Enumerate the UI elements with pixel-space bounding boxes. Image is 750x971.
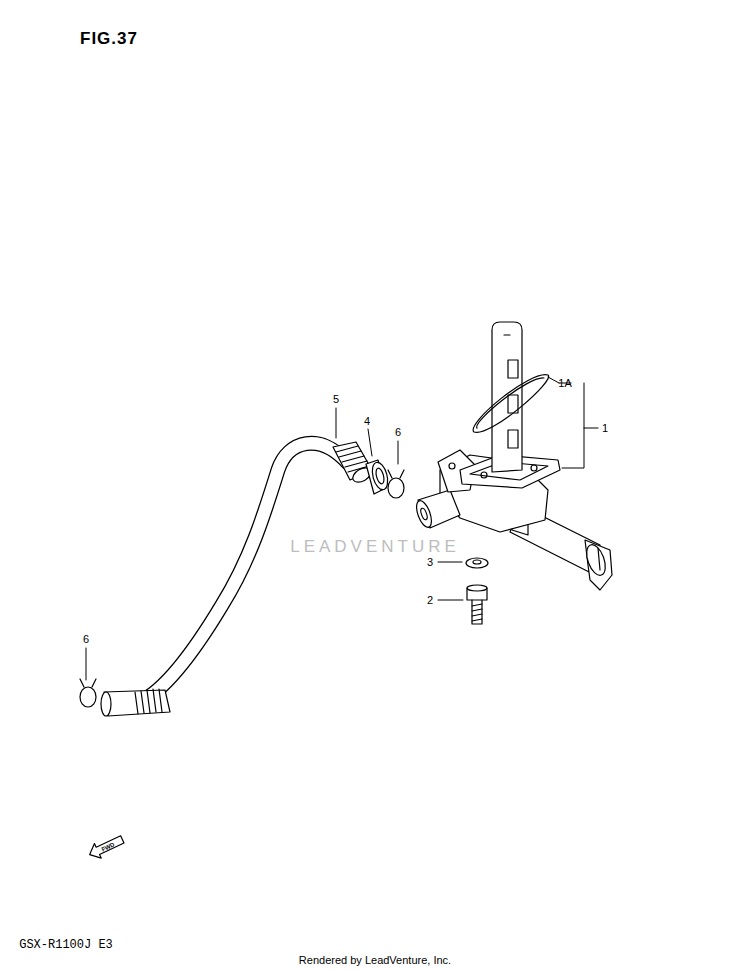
clip: [80, 470, 404, 707]
callout-number: 5: [333, 394, 339, 405]
forward-arrow: [86, 832, 125, 862]
leader-lines: [86, 377, 598, 680]
callout-number: 1A: [558, 378, 571, 389]
callout-number: 2: [427, 595, 433, 606]
callout-number: 1: [602, 423, 608, 434]
washer-and-bolt: [466, 558, 488, 624]
render-credit: Rendered by LeadVenture, Inc.: [299, 955, 451, 966]
callout-number: 3: [427, 557, 433, 568]
fuel-hose: [101, 442, 374, 716]
callout-number: 6: [395, 427, 401, 438]
model-code: GSX-R1100J E3: [19, 939, 113, 951]
callout-number: 6: [83, 634, 89, 645]
figure-title: FIG.37: [80, 30, 138, 47]
hose-clamp: [366, 460, 390, 494]
watermark: LEADVENTURE: [290, 538, 460, 555]
callout-number: 4: [364, 416, 370, 427]
